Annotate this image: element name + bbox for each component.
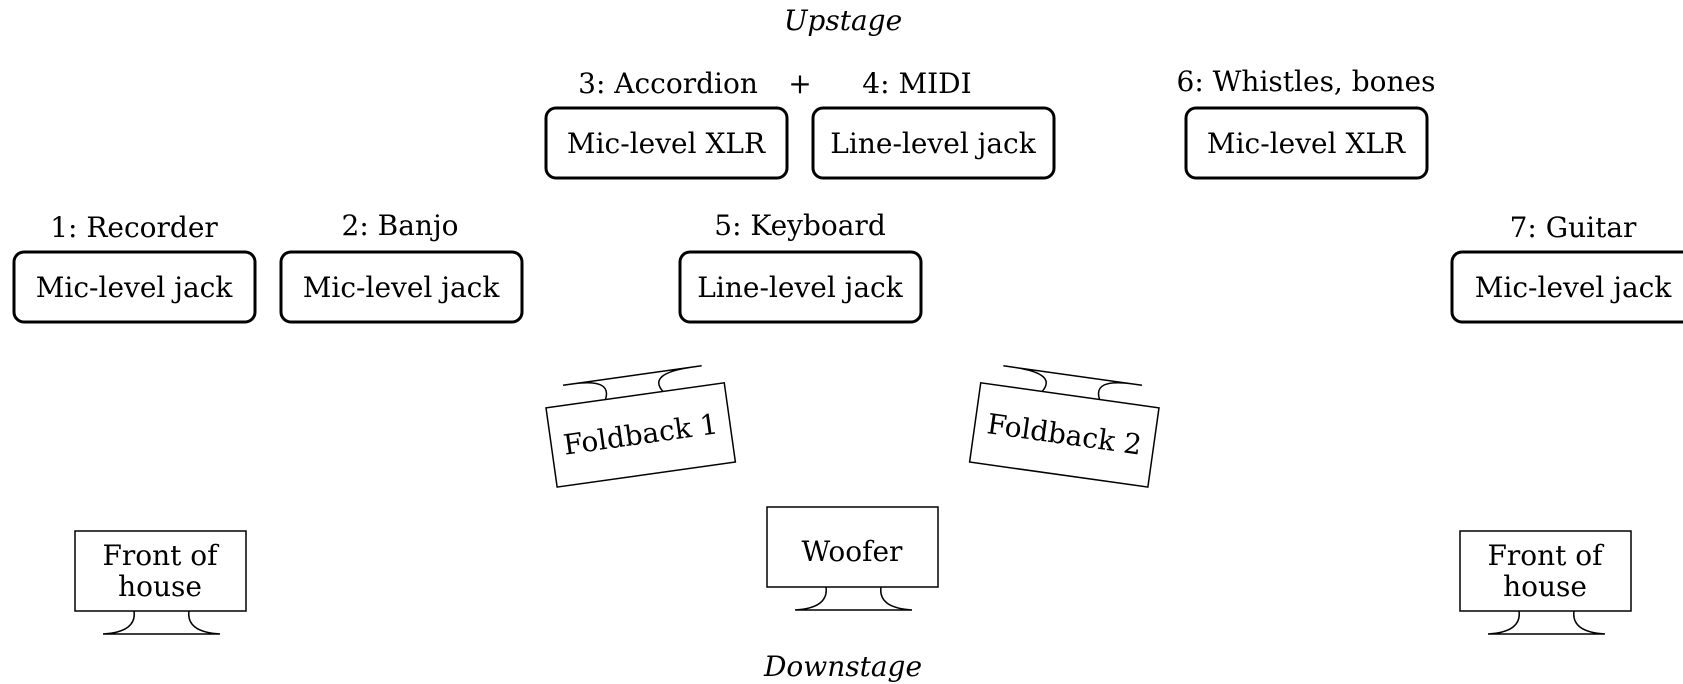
channel-7-label: 7: Guitar bbox=[1510, 211, 1637, 244]
channel-3-box bbox=[544, 106, 789, 180]
foldback-2-stand bbox=[1003, 365, 1143, 400]
channel-6: 6: Whistles, bones Mic-level XLR bbox=[1177, 65, 1436, 180]
foldback-1-cabinet bbox=[545, 381, 737, 488]
upstage-label: Upstage bbox=[784, 4, 902, 37]
foldback-1-stand bbox=[562, 365, 702, 400]
channel-3-label: 3: Accordion bbox=[578, 67, 758, 100]
channel-5-input: Line-level jack bbox=[697, 271, 903, 304]
woofer-cabinet bbox=[766, 506, 939, 588]
channel-7-box bbox=[1450, 250, 1683, 324]
foldback-2-monitor: Foldback 2 bbox=[968, 365, 1160, 488]
foh-right-label-line-1: Front of bbox=[1487, 539, 1605, 572]
foh-right-label-line-2: house bbox=[1503, 570, 1587, 603]
foh-left-label-line-2: house bbox=[118, 570, 202, 603]
foh-left-speaker: Front of house bbox=[74, 530, 247, 635]
foh-right-speaker: Front of house bbox=[1459, 530, 1632, 635]
woofer-label: Woofer bbox=[802, 535, 904, 568]
channel-1-input: Mic-level jack bbox=[36, 271, 234, 304]
channel-1: 1: Recorder Mic-level jack bbox=[12, 211, 257, 324]
channel-6-input: Mic-level XLR bbox=[1207, 127, 1406, 160]
channel-4: 4: MIDI Line-level jack bbox=[811, 67, 1056, 180]
woofer-stand bbox=[794, 586, 913, 611]
foh-left-cabinet bbox=[74, 530, 247, 612]
foldback-1-monitor: Foldback 1 bbox=[545, 365, 737, 488]
channel-4-box bbox=[811, 106, 1056, 180]
foh-right-stand bbox=[1487, 610, 1606, 635]
channel-6-box bbox=[1184, 106, 1429, 180]
foh-left-stand bbox=[102, 610, 221, 635]
channel-7-input: Mic-level jack bbox=[1475, 271, 1673, 304]
channel-3: 3: Accordion Mic-level XLR bbox=[544, 67, 789, 180]
channel-4-input: Line-level jack bbox=[830, 127, 1036, 160]
channel-6-label: 6: Whistles, bones bbox=[1177, 65, 1436, 98]
channel-2-label: 2: Banjo bbox=[342, 209, 459, 242]
foh-right-cabinet bbox=[1459, 530, 1632, 612]
channel-5: 5: Keyboard Line-level jack bbox=[678, 209, 923, 324]
woofer-speaker: Woofer bbox=[766, 506, 939, 611]
channel-3-input: Mic-level XLR bbox=[567, 127, 766, 160]
plus-sign: + bbox=[788, 67, 811, 100]
channel-5-label: 5: Keyboard bbox=[714, 209, 886, 242]
channel-5-box bbox=[678, 250, 923, 324]
channel-7: 7: Guitar Mic-level jack bbox=[1450, 211, 1683, 324]
downstage-label: Downstage bbox=[763, 650, 922, 683]
channel-2: 2: Banjo Mic-level jack bbox=[279, 209, 524, 324]
channel-1-box bbox=[12, 250, 257, 324]
channel-2-box bbox=[279, 250, 524, 324]
foldback-2-cabinet bbox=[968, 381, 1160, 488]
foh-left-label-line-1: Front of bbox=[102, 539, 220, 572]
channel-4-label: 4: MIDI bbox=[862, 67, 971, 100]
channel-2-input: Mic-level jack bbox=[303, 271, 501, 304]
channel-1-label: 1: Recorder bbox=[50, 211, 218, 244]
